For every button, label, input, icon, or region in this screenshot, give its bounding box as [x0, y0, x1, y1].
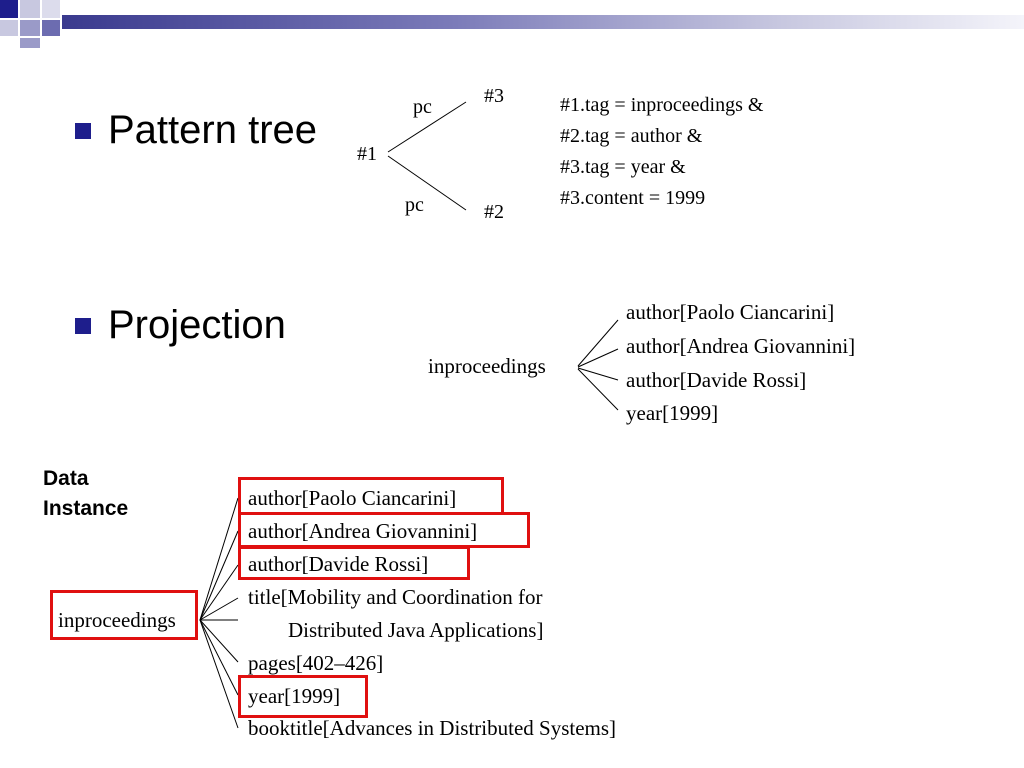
header-square-light	[20, 38, 40, 48]
header-square-light	[42, 0, 60, 18]
pattern-edge-label-bottom: pc	[405, 194, 424, 216]
instance-edge	[199, 619, 239, 696]
instance-child: title[Mobility and Coordination for	[248, 585, 543, 609]
pattern-edge-bottom	[387, 155, 467, 211]
pattern-condition: #2.tag = author &	[560, 125, 703, 147]
pattern-node-bottom: #2	[484, 201, 504, 223]
projection-child: author[Andrea Giovannini]	[626, 334, 856, 358]
slide-header-decoration	[0, 0, 1024, 48]
instance-edge	[199, 619, 239, 663]
instance-edge	[199, 530, 239, 621]
data-instance-label: Data Instance	[43, 464, 128, 524]
instance-root-highlight	[50, 590, 198, 640]
projection-edge	[577, 367, 619, 381]
instance-child: year[1999]	[248, 684, 341, 708]
instance-highlight-author-3	[238, 546, 470, 580]
bullet-square	[75, 318, 91, 334]
bullet-projection: Projection	[108, 303, 286, 347]
pattern-node-root: #1	[357, 143, 377, 165]
header-square-mid	[42, 20, 60, 36]
instance-child: booktitle[Advances in Distributed System…	[248, 716, 617, 740]
header-square-light	[20, 0, 40, 18]
pattern-edge-label-top: pc	[413, 96, 432, 118]
data-instance-label-line1: Data	[43, 467, 89, 490]
pattern-condition: #3.content = 1999	[560, 187, 706, 209]
pattern-condition: #3.tag = year &	[560, 156, 686, 178]
projection-child: author[Davide Rossi]	[626, 368, 807, 392]
pattern-node-top: #3	[484, 85, 504, 107]
bullet-pattern-tree: Pattern tree	[108, 108, 318, 152]
projection-child: author[Paolo Ciancarini]	[626, 300, 835, 324]
instance-edge	[199, 619, 239, 729]
instance-child: author[Andrea Giovannini]	[248, 519, 478, 543]
projection-edge	[577, 348, 619, 368]
instance-highlight-year	[238, 675, 368, 718]
projection-edge	[577, 368, 619, 411]
instance-edge	[199, 497, 239, 621]
projection-child: year[1999]	[626, 401, 719, 425]
instance-child-continuation: Distributed Java Applications]	[288, 618, 544, 642]
pattern-edge-top	[387, 101, 467, 153]
header-square-mid	[20, 20, 40, 36]
instance-child: author[Davide Rossi]	[248, 552, 429, 576]
instance-child: author[Paolo Ciancarini]	[248, 486, 457, 510]
bullet-square	[75, 123, 91, 139]
instance-edge	[199, 597, 239, 621]
instance-root: inproceedings	[58, 608, 176, 632]
projection-root: inproceedings	[428, 354, 546, 378]
data-instance-label-line2: Instance	[43, 497, 129, 520]
instance-child: pages[402–426]	[248, 651, 384, 675]
instance-edge	[199, 564, 239, 621]
header-square-light	[0, 20, 18, 36]
header-stripe	[62, 15, 1024, 29]
projection-edge	[577, 319, 619, 367]
header-square-dark	[0, 0, 18, 18]
pattern-condition: #1.tag = inproceedings &	[560, 94, 764, 116]
